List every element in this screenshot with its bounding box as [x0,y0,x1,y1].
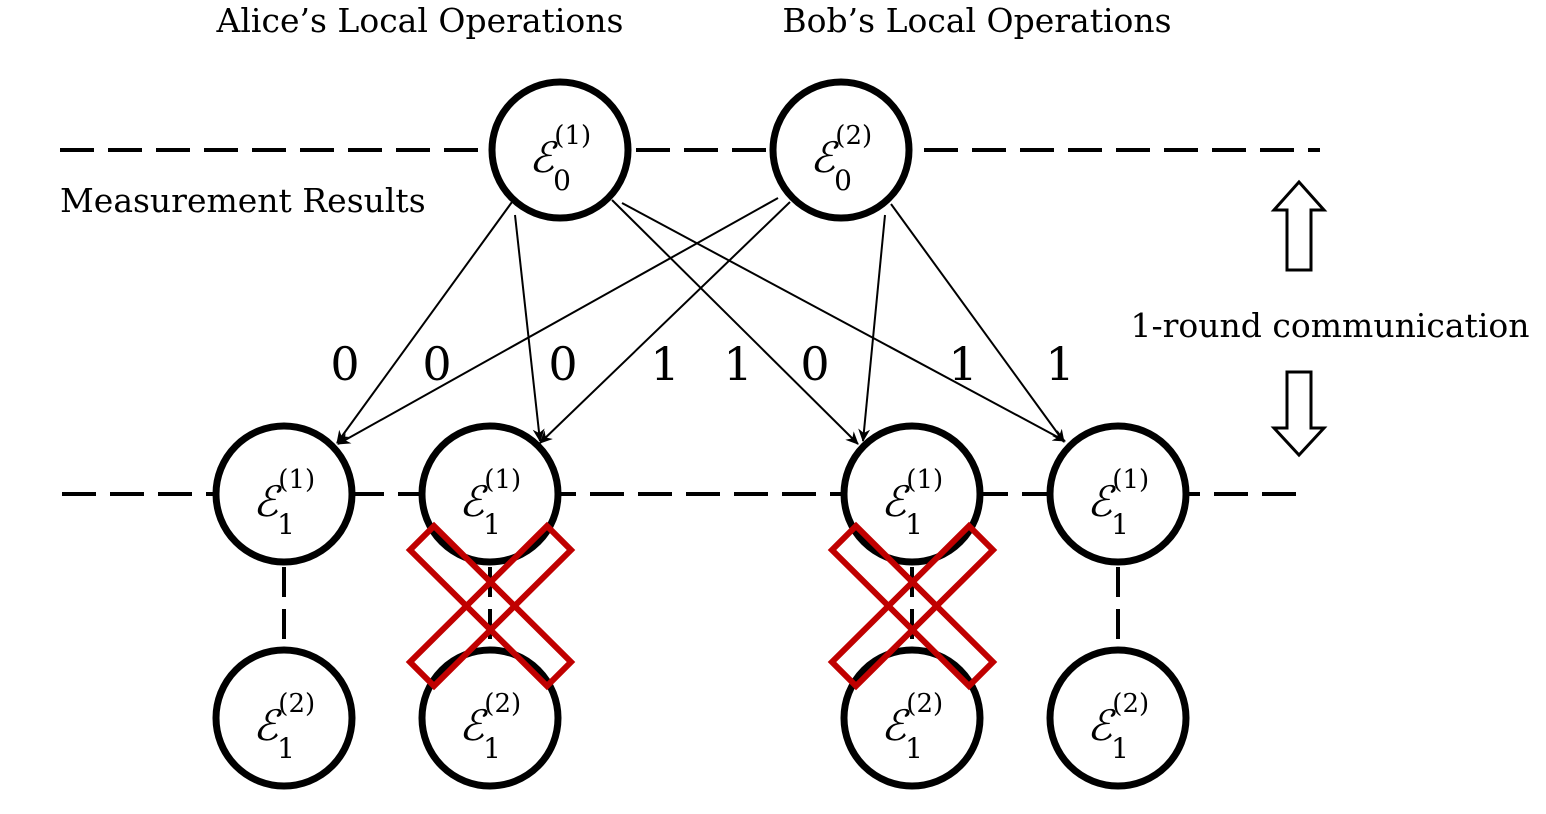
node-symbol: ℰ [459,477,489,526]
svg-text:ℰ(1)1: ℰ(1) 1 [253,465,315,541]
node-symbol: ℰ [881,477,911,526]
node-superscript: (1) [906,465,943,495]
node-subscript: 1 [483,732,501,765]
arrow-a-1 [336,201,513,444]
bit-label: 1 [948,337,977,391]
node-subscript: 1 [905,732,923,765]
bit-label: 0 [330,337,359,391]
node-symbol: ℰ [810,133,840,182]
svg-text:ℰ(1)0: ℰ(1) 0 [529,121,591,197]
middle-node: ℰ(1) 1 [212,422,356,566]
bottom-node: ℰ(2) 1 [1046,646,1190,790]
bit-label: 0 [422,337,451,391]
arrow-a-4 [621,202,1066,442]
arrow-b-1 [337,197,779,445]
svg-text:ℰ(2)1: ℰ(2) 1 [1087,689,1149,765]
cross-mark-icon [405,521,576,691]
bottom-node: ℰ(2) 1 [212,646,356,790]
node-subscript: 1 [905,508,923,541]
communication-label: 1-round communication [1131,306,1530,345]
svg-text:ℰ(2)1: ℰ(2) 1 [253,689,315,765]
arrows [336,197,1066,445]
middle-node: ℰ(1) 1 [840,422,984,566]
node-subscript: 0 [553,164,571,197]
svg-text:ℰ(2)1: ℰ(2) 1 [459,689,521,765]
svg-text:ℰ(1)1: ℰ(1) 1 [1087,465,1149,541]
down-arrow-icon [1270,370,1328,458]
measurement-results-label: Measurement Results [60,181,426,220]
node-superscript: (2) [835,121,872,151]
node-superscript: (2) [1112,689,1149,719]
arrow-b-3 [858,214,886,442]
middle-node: ℰ(1) 1 [418,422,562,566]
cross-mark-icon [827,521,998,691]
node-superscript: (2) [278,689,315,719]
node-superscript: (1) [554,121,591,151]
arrow-a-2 [514,214,545,442]
arrow-b-2 [539,201,791,444]
svg-text:ℰ(2)1: ℰ(2) 1 [881,689,943,765]
node-superscript: (2) [484,689,521,719]
middle-node: ℰ(1) 1 [1046,422,1190,566]
node-subscript: 0 [834,164,852,197]
bit-label: 0 [548,337,577,391]
node-symbol: ℰ [253,477,283,526]
arrow-b-4 [890,203,1065,443]
node-symbol: ℰ [529,133,559,182]
bottom-node: ℰ(2) 1 [840,646,984,790]
bottom-node: ℰ(2) 1 [418,646,562,790]
bit-label: 1 [723,337,752,391]
node-symbol: ℰ [253,701,283,750]
node-symbol: ℰ [1087,477,1117,526]
node-subscript: 1 [277,508,295,541]
bit-label: 1 [1045,337,1074,391]
node-subscript: 1 [277,732,295,765]
svg-text:ℰ(1)1: ℰ(1) 1 [459,465,521,541]
node-superscript: (2) [906,689,943,719]
svg-text:ℰ(1)1: ℰ(1) 1 [881,465,943,541]
node-symbol: ℰ [1087,701,1117,750]
up-arrow-icon [1270,179,1328,272]
node-subscript: 1 [483,508,501,541]
node-superscript: (1) [1112,465,1149,495]
node-symbol: ℰ [881,701,911,750]
top-node: ℰ(2) 0 [769,78,913,222]
bit-label: 1 [650,337,679,391]
node-superscript: (1) [278,465,315,495]
node-superscript: (1) [484,465,521,495]
svg-text:ℰ(2)0: ℰ(2) 0 [810,121,872,197]
top-node: ℰ(1) 0 [488,78,632,222]
alice-operations-label: Alice’s Local Operations [216,1,624,40]
bit-label: 0 [800,337,829,391]
bob-operations-label: Bob’s Local Operations [782,1,1171,40]
node-symbol: ℰ [459,701,489,750]
node-subscript: 1 [1111,732,1129,765]
arrow-a-3 [611,199,859,445]
vertical-dashes [282,567,1120,650]
node-subscript: 1 [1111,508,1129,541]
